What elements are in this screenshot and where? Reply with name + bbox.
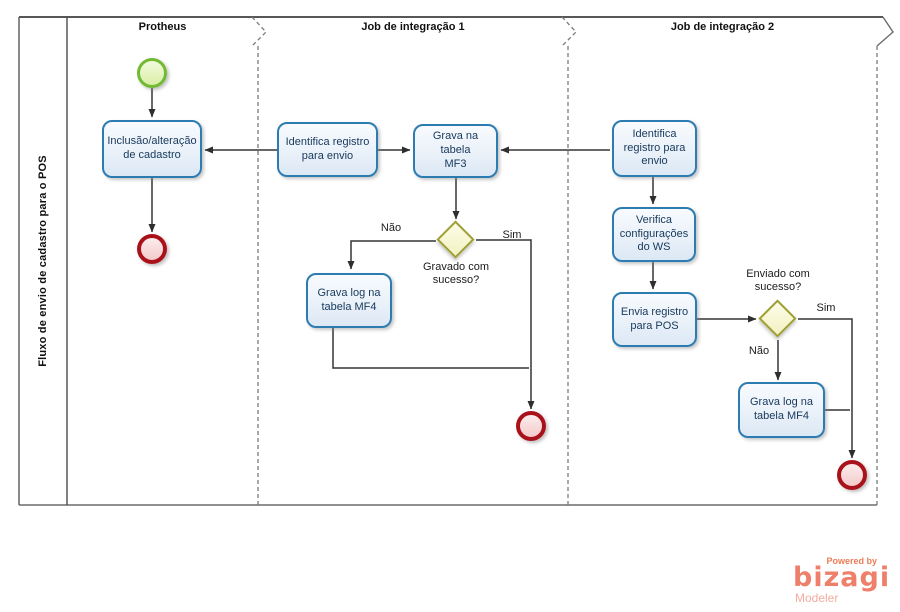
task-grava-log-mf4-job1[interactable]: Grava log na tabela MF4 [306,273,392,328]
start-event[interactable] [137,58,167,88]
task-identifica-registro-job1[interactable]: Identifica registro para envio [277,122,378,177]
label-nao-gateway2: Não [748,345,770,357]
label-sim-gateway1: Sim [502,229,522,241]
pool-arrow-chevron [876,16,894,47]
task-grava-tabela-mf3[interactable]: Grava na tabela MF3 [413,124,498,178]
flow-gravalog1-to-end1[interactable] [332,328,529,369]
bizagi-wordmark: bizagi [793,562,891,593]
flow-gateway1-sim-to-end1[interactable] [476,239,535,410]
label-sim-gateway2: Sim [816,302,836,314]
pool-title-label: Fluxo de envio de cadastro para o POS [37,155,50,367]
end-event-protheus[interactable] [137,234,167,264]
task-identifica-registro-job2[interactable]: Identifica registro para envio [612,120,697,177]
label-nao-gateway1: Não [380,222,402,234]
powered-by-text: Powered by [826,556,877,566]
lane-title-job1: Job de integração 1 [361,21,465,33]
end-event-job1[interactable] [516,411,546,441]
end-event-job2[interactable] [837,460,867,490]
task-verifica-configuracoes-ws[interactable]: Verifica configurações do WS [612,207,696,262]
gateway2-question-label: Enviado com sucesso? [746,268,810,294]
lane-title-job2: Job de integração 2 [670,21,775,33]
task-inclusao-alteracao-cadastro[interactable]: Inclusão/alteração de cadastro [102,120,202,178]
modeler-text: Modeler [795,591,839,606]
pool-title: Fluxo de envio de cadastro para o POS [19,17,67,505]
task-envia-registro-pos[interactable]: Envia registro para POS [612,292,697,347]
flow-gateway2-sim-to-end2[interactable] [798,318,856,459]
flow-gateway1-nao-to-gravalog1[interactable] [347,240,436,270]
bizagi-logo: Powered by bizagi Modeler [793,556,891,606]
lane-title-protheus: Protheus [138,21,187,33]
gateway1-question-label: Gravado com sucesso? [422,261,490,287]
task-grava-log-mf4-job2[interactable]: Grava log na tabela MF4 [738,382,825,438]
